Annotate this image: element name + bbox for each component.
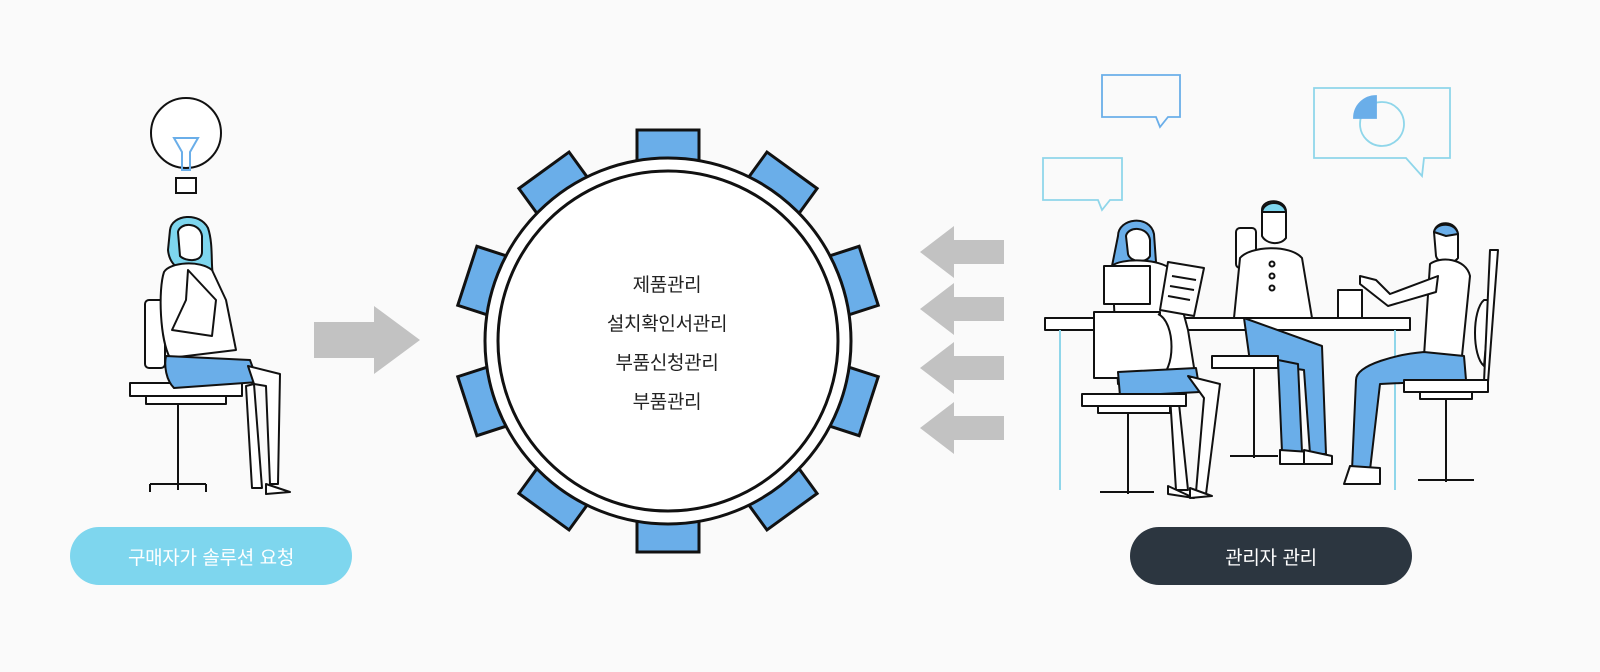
gear-diagram	[455, 128, 881, 554]
admin-manage-label: 관리자 관리	[1130, 527, 1412, 585]
arrow-left-icon	[920, 342, 1004, 394]
arrow-left-icon	[920, 402, 1004, 454]
arrow-left-group	[920, 226, 1004, 454]
arrow-left-icon	[920, 283, 1004, 335]
gear-label-install-cert: 설치확인서관리	[606, 313, 728, 335]
speech-bubble-icon	[1313, 87, 1451, 179]
gear-label-product: 제품관리	[632, 274, 702, 296]
speech-bubble-icon	[1042, 157, 1123, 212]
arrow-right-icon	[314, 306, 420, 374]
buyer-request-label: 구매자가 솔루션 요청	[70, 527, 352, 585]
speech-bubble-icon	[1101, 74, 1181, 129]
gear-inner-ring	[496, 169, 840, 513]
gear-label-parts: 부품관리	[632, 391, 702, 413]
pie-chart-icon	[1353, 95, 1405, 147]
lightbulb-icon	[150, 97, 222, 194]
buyer-woman-illustration	[129, 216, 291, 495]
gear-label-parts-request: 부품신청관리	[615, 352, 719, 374]
arrow-left-icon	[920, 226, 1004, 278]
admin-team-illustration	[1044, 200, 1499, 499]
